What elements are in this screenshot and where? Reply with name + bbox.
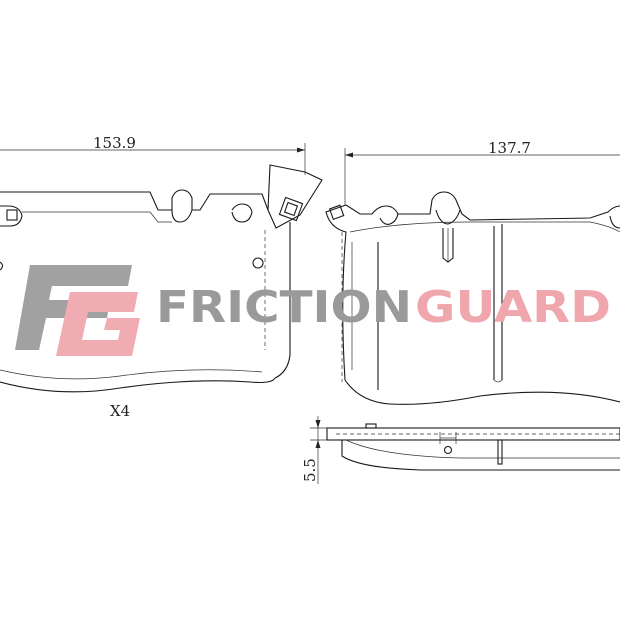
dimension-width-left: 153.9 xyxy=(93,134,136,152)
side-view-outline xyxy=(310,416,620,484)
dimension-width-right: 137.7 xyxy=(488,139,531,157)
left-brake-pad-outline xyxy=(0,143,323,393)
watermark-brand-friction: FRICTION xyxy=(156,282,412,333)
quantity-label: X4 xyxy=(110,402,130,420)
watermark-brand-guard: GUARD xyxy=(415,282,611,333)
frictionguard-logo-icon xyxy=(15,265,140,356)
dimension-thickness: 5.5 xyxy=(301,458,319,482)
right-brake-pad-outline xyxy=(325,148,620,405)
